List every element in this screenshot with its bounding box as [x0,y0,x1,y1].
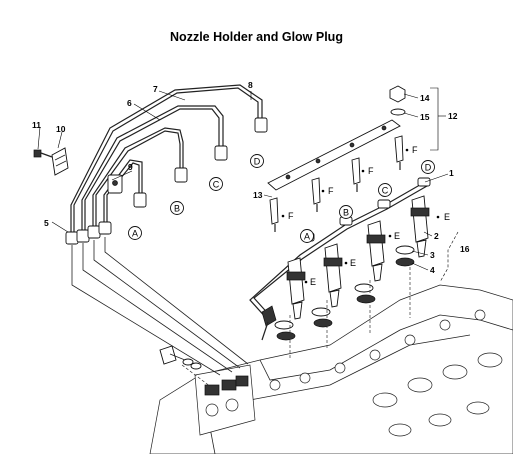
label-f: F [412,145,418,155]
intake-ports [372,352,503,437]
pipe-clamp [107,174,123,194]
injection-pump-body [194,364,256,436]
callout-numbers: 1 2 3 4 5 6 7 8 9 10 11 12 13 14 15 16 [32,80,470,275]
glow-plug-nut-and-washer [389,85,406,116]
callout-3: 3 [430,250,435,260]
label-f: F [288,211,294,221]
bracket-bolt [33,149,53,158]
reference-arrow-dots [281,148,440,284]
leader-lines [37,87,459,283]
callout-13: 13 [253,190,263,200]
bolt-bosses [269,309,486,391]
leak-off-pipe [249,177,431,341]
marker-b-left: B [174,204,180,214]
marker-d-right: D [425,163,432,173]
circle-a-left-icon [128,226,142,240]
nozzle-holder [410,195,430,258]
circle-c-right-icon [378,183,392,197]
callout-6: 6 [127,98,132,108]
label-f: F [368,166,374,176]
nozzle-holders [286,195,430,320]
dashed-reference-lines [181,262,411,391]
nozzle-washers [274,245,415,341]
label-e: E [310,277,316,287]
circle-a-right-icon [300,229,314,243]
callout-12: 12 [448,111,458,121]
diagram-title: Nozzle Holder and Glow Plug [170,30,343,44]
circle-d-left-icon [250,154,264,168]
circle-c-left-icon [209,177,223,191]
pump-inlet-bolt [159,345,202,370]
injection-pipes [65,84,268,245]
callout-1: 1 [449,168,454,178]
callout-16: 16 [460,244,470,254]
callout-15: 15 [420,112,430,122]
callout-7: 7 [153,84,158,94]
callout-10: 10 [56,124,66,134]
pump-delivery-lines [71,237,249,376]
circle-d-right-icon [421,160,435,174]
callout-4: 4 [430,265,435,275]
glow-plugs [269,135,404,232]
marker-d-left: D [254,157,261,167]
callout-14: 14 [420,93,430,103]
nozzle-holder [323,243,343,308]
marker-c-left: C [213,180,220,190]
callout-2: 2 [434,231,439,241]
marker-a-left: A [132,229,138,239]
clamp-bracket [51,147,69,176]
engine-cylinder-head [149,284,513,454]
nozzle-holder [366,220,386,282]
reference-letters: E E E E F F F F [288,145,450,287]
glow-plug-lead [267,119,401,191]
marker-b-right: B [343,208,349,218]
circle-b-left-icon [170,201,184,215]
circle-b-right-icon [339,205,353,219]
callout-5: 5 [44,218,49,228]
label-e: E [444,212,450,222]
callout-8: 8 [248,80,253,90]
marker-c-right: C [382,186,389,196]
callout-9: 9 [128,162,133,172]
marker-a-right: A [304,232,310,242]
label-e: E [350,258,356,268]
callout-11: 11 [32,120,41,130]
label-e: E [394,231,400,241]
nozzle-holder [286,257,306,320]
circled-letter-markers: A B C D A B C D [128,154,435,243]
label-f: F [328,186,334,196]
